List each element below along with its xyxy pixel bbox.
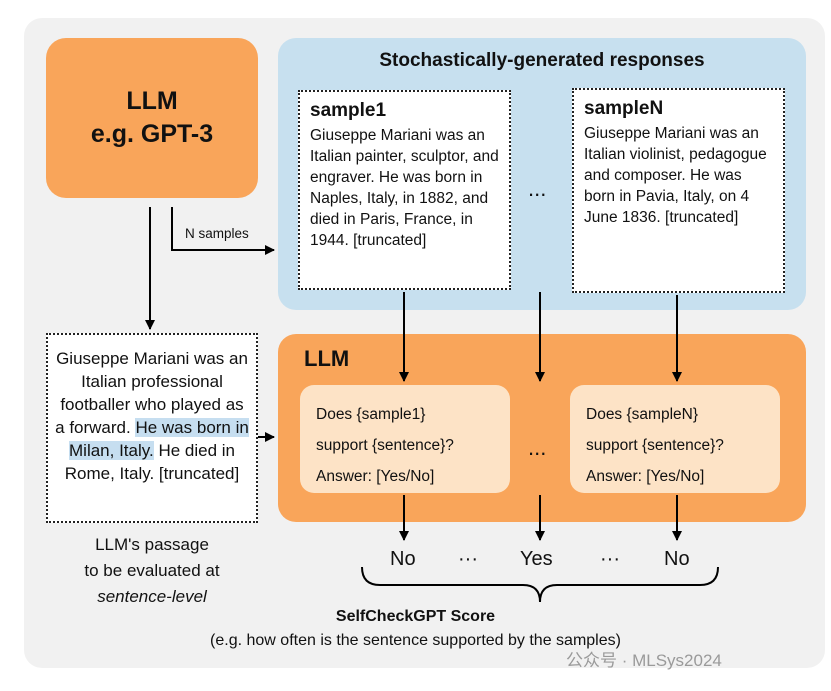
qN-line1: Does {sampleN} [586, 406, 699, 423]
llm-box-subtitle: e.g. GPT-3 [90, 120, 214, 148]
output-yes: Yes [520, 548, 553, 570]
output-dots-1: ··· [458, 548, 478, 570]
sample1-card: sample1 Giuseppe Mariani was an Italian … [298, 90, 511, 290]
sampleN-text: Giuseppe Mariani was an Italian violinis… [584, 125, 767, 226]
question-sampleN: Does {sampleN} support {sentence}? Answe… [570, 385, 780, 493]
sampleN-header: sampleN [584, 98, 664, 119]
caption-line1: LLM's passage [95, 535, 209, 554]
llm-generator-box: LLM e.g. GPT-3 [46, 38, 258, 198]
sample1-header: sample1 [310, 100, 387, 121]
n-samples-label: N samples [185, 226, 249, 241]
q1-line3: Answer: [Yes/No] [316, 468, 435, 485]
sample1-text: Giuseppe Mariani was an Italian painter,… [310, 127, 499, 249]
passage-caption: LLM's passage to be evaluated at sentenc… [44, 532, 260, 610]
q1-line1: Does {sample1} [316, 406, 426, 423]
qN-line2: support {sentence}? [586, 437, 724, 454]
score-title: SelfCheckGPT Score [335, 608, 496, 625]
passage-text-after: He died in Rome, Italy. [truncated] [64, 441, 240, 483]
llm-box-title: LLM [126, 87, 178, 115]
qN-line3: Answer: [Yes/No] [586, 468, 705, 485]
questions-ellipsis: ... [528, 435, 547, 460]
llm-passage-box: Giuseppe Mariani was an Italian professi… [46, 333, 258, 523]
output-brace [361, 566, 719, 603]
llm-checker-title: LLM [304, 346, 350, 371]
watermark: 公众号 · MLSys2024 [566, 651, 722, 670]
question-sample1: Does {sample1} support {sentence}? Answe… [300, 385, 510, 493]
q1-line2: support {sentence}? [316, 437, 454, 454]
score-subtitle: (e.g. how often is the sentence supporte… [210, 632, 621, 649]
passage-text-before: Giuseppe Mariani was an Italian professi… [55, 349, 248, 437]
samples-ellipsis: ... [528, 176, 547, 201]
output-dots-2: ··· [600, 548, 620, 570]
caption-line3: sentence-level [97, 587, 207, 606]
output-no-2: No [664, 548, 690, 570]
output-no-1: No [390, 548, 416, 570]
stochastic-panel-title: Stochastically-generated responses [379, 50, 705, 71]
sampleN-card: sampleN Giuseppe Mariani was an Italian … [572, 88, 785, 293]
caption-line2: to be evaluated at [84, 561, 220, 580]
arrow-llm-to-samples [171, 207, 275, 255]
